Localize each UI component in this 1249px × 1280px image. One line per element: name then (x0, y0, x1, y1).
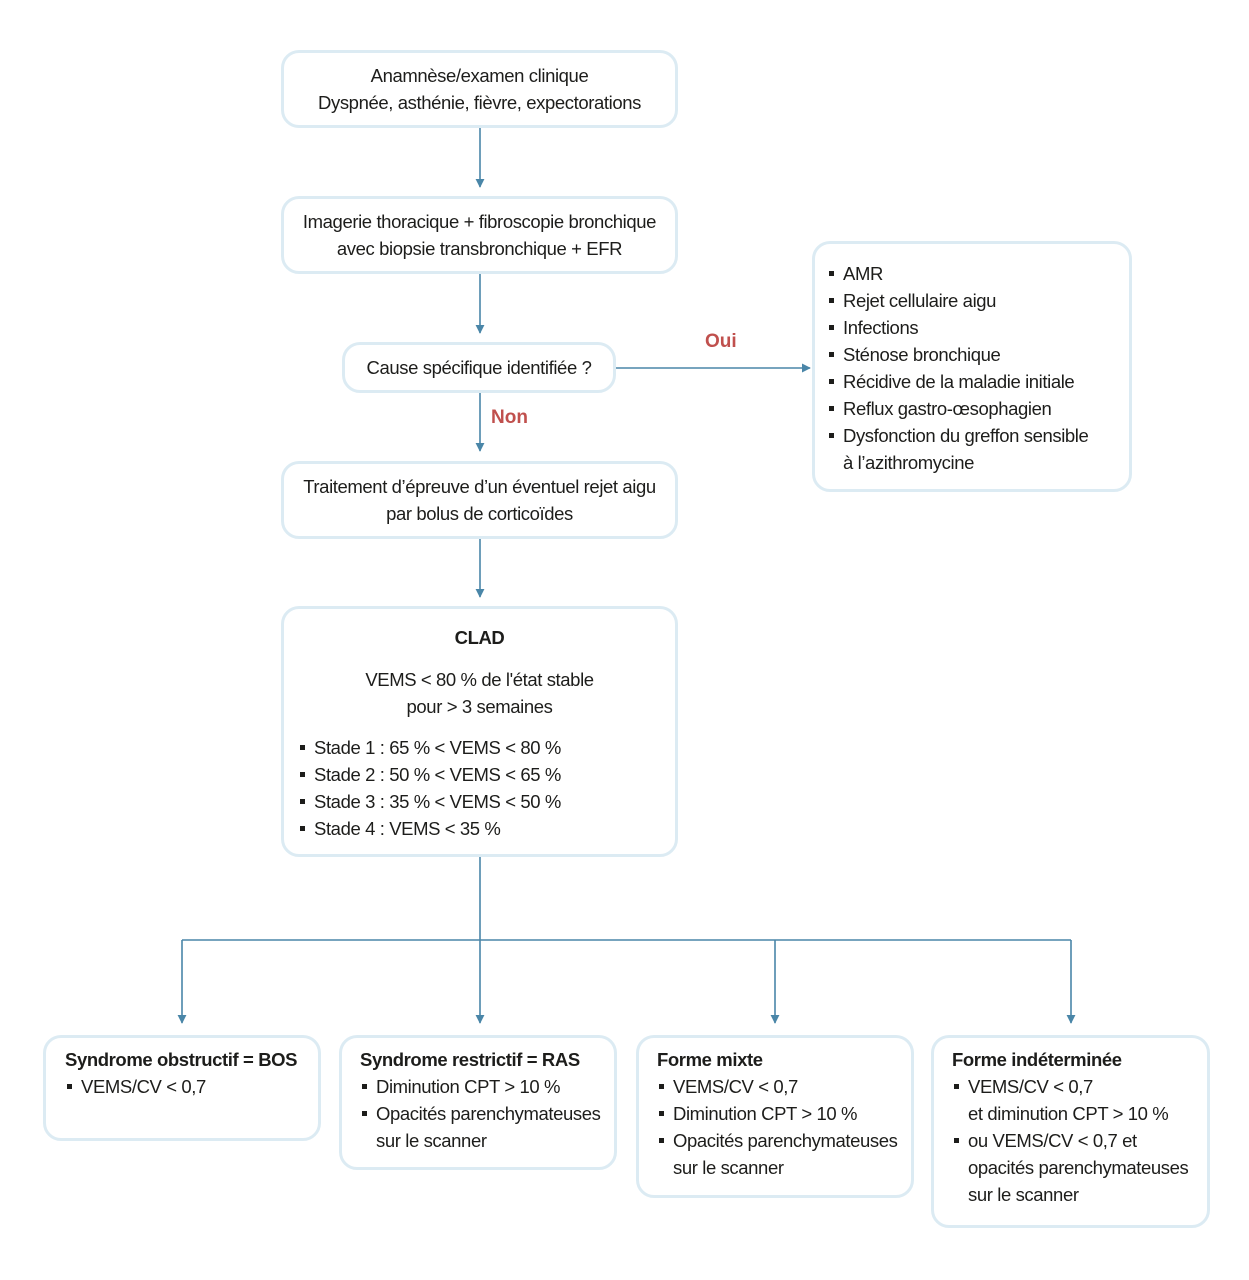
mixte-title: Forme mixte (657, 1049, 763, 1070)
clad-definition-line1: VEMS < 80 % de l'état stable (365, 669, 594, 690)
clad-stage: Stade 1 : 65 % < VEMS < 80 % (298, 734, 561, 761)
ras-item: Opacités parenchymateuses sur le scanner (360, 1100, 604, 1154)
indeterminee-item2-line3: sur le scanner (968, 1184, 1079, 1205)
clad-title: CLAD (454, 627, 505, 648)
node-imagerie-line2: avec biopsie transbronchique + EFR (336, 238, 623, 259)
causes-item: Récidive de la maladie initiale (827, 368, 1119, 395)
indeterminee-item: ou VEMS/CV < 0,7 et opacités parenchymat… (952, 1127, 1199, 1208)
node-imagerie: Imagerie thoracique + fibroscopie bronch… (281, 196, 678, 274)
bos-item: VEMS/CV < 0,7 (65, 1073, 308, 1100)
node-indeterminee: Forme indéterminée VEMS/CV < 0,7 et dimi… (931, 1035, 1210, 1228)
node-decision: Cause spécifique identifiée ? (342, 342, 616, 393)
bos-list: VEMS/CV < 0,7 (65, 1073, 308, 1100)
node-anamnese: Anamnèse/examen clinique Dyspnée, asthén… (281, 50, 678, 128)
node-traitement-line2: par bolus de corticoïdes (386, 503, 573, 524)
causes-item: Sténose bronchique (827, 341, 1119, 368)
causes-item: Infections (827, 314, 1119, 341)
causes-item: Dysfonction du greffon sensible à l’azit… (827, 422, 1119, 476)
clad-stage: Stade 2 : 50 % < VEMS < 65 % (298, 761, 561, 788)
indeterminee-title: Forme indéterminée (952, 1049, 1122, 1070)
causes-item-last-line2: à l’azithromycine (843, 452, 974, 473)
causes-item: Rejet cellulaire aigu (827, 287, 1119, 314)
mixte-item: Opacités parenchymateuses sur le scanner (657, 1127, 901, 1181)
clad-stages-list: Stade 1 : 65 % < VEMS < 80 % Stade 2 : 5… (298, 734, 561, 842)
causes-list: AMR Rejet cellulaire aigu Infections Sté… (827, 260, 1119, 476)
node-anamnese-line1: Anamnèse/examen clinique (370, 65, 589, 86)
mixte-item: VEMS/CV < 0,7 (657, 1073, 901, 1100)
mixte-item3-line1: Opacités parenchymateuses (673, 1130, 898, 1151)
bos-title: Syndrome obstructif = BOS (65, 1049, 298, 1070)
clad-definition-line2: pour > 3 semaines (406, 696, 553, 717)
node-mixte: Forme mixte VEMS/CV < 0,7 Diminution CPT… (636, 1035, 914, 1198)
indeterminee-list: VEMS/CV < 0,7 et diminution CPT > 10 % o… (952, 1073, 1199, 1208)
edge-label-non: Non (491, 407, 528, 428)
node-causes: AMR Rejet cellulaire aigu Infections Sté… (812, 241, 1132, 492)
edge-label-oui: Oui (705, 331, 737, 352)
ras-title: Syndrome restrictif = RAS (360, 1049, 580, 1070)
ras-item2-line1: Opacités parenchymateuses (376, 1103, 601, 1124)
node-traitement: Traitement d’épreuve d’un éventuel rejet… (281, 461, 678, 539)
node-traitement-line1: Traitement d’épreuve d’un éventuel rejet… (303, 476, 656, 497)
node-decision-text: Cause spécifique identifiée ? (366, 357, 592, 378)
clad-definition: VEMS < 80 % de l'état stable pour > 3 se… (284, 666, 675, 720)
ras-list: Diminution CPT > 10 % Opacités parenchym… (360, 1073, 604, 1154)
causes-item: AMR (827, 260, 1119, 287)
clad-stage: Stade 4 : VEMS < 35 % (298, 815, 561, 842)
node-bos: Syndrome obstructif = BOS VEMS/CV < 0,7 (43, 1035, 321, 1141)
ras-item: Diminution CPT > 10 % (360, 1073, 604, 1100)
node-ras: Syndrome restrictif = RAS Diminution CPT… (339, 1035, 617, 1170)
mixte-list: VEMS/CV < 0,7 Diminution CPT > 10 % Opac… (657, 1073, 901, 1181)
causes-item: Reflux gastro-œsophagien (827, 395, 1119, 422)
mixte-item: Diminution CPT > 10 % (657, 1100, 901, 1127)
node-imagerie-line1: Imagerie thoracique + fibroscopie bronch… (302, 211, 657, 232)
indeterminee-item: VEMS/CV < 0,7 et diminution CPT > 10 % (952, 1073, 1199, 1127)
indeterminee-item2-line1: ou VEMS/CV < 0,7 et (968, 1130, 1137, 1151)
node-anamnese-line2: Dyspnée, asthénie, fièvre, expectoration… (318, 92, 641, 113)
indeterminee-item1-line2: et diminution CPT > 10 % (968, 1103, 1169, 1124)
indeterminee-item2-line2: opacités parenchymateuses (968, 1157, 1189, 1178)
indeterminee-item1-line1: VEMS/CV < 0,7 (968, 1076, 1093, 1097)
ras-item2-line2: sur le scanner (376, 1130, 487, 1151)
causes-item-last-line1: Dysfonction du greffon sensible (843, 425, 1089, 446)
mixte-item3-line2: sur le scanner (673, 1157, 784, 1178)
node-clad: CLAD VEMS < 80 % de l'état stable pour >… (281, 606, 678, 857)
clad-stage: Stade 3 : 35 % < VEMS < 50 % (298, 788, 561, 815)
